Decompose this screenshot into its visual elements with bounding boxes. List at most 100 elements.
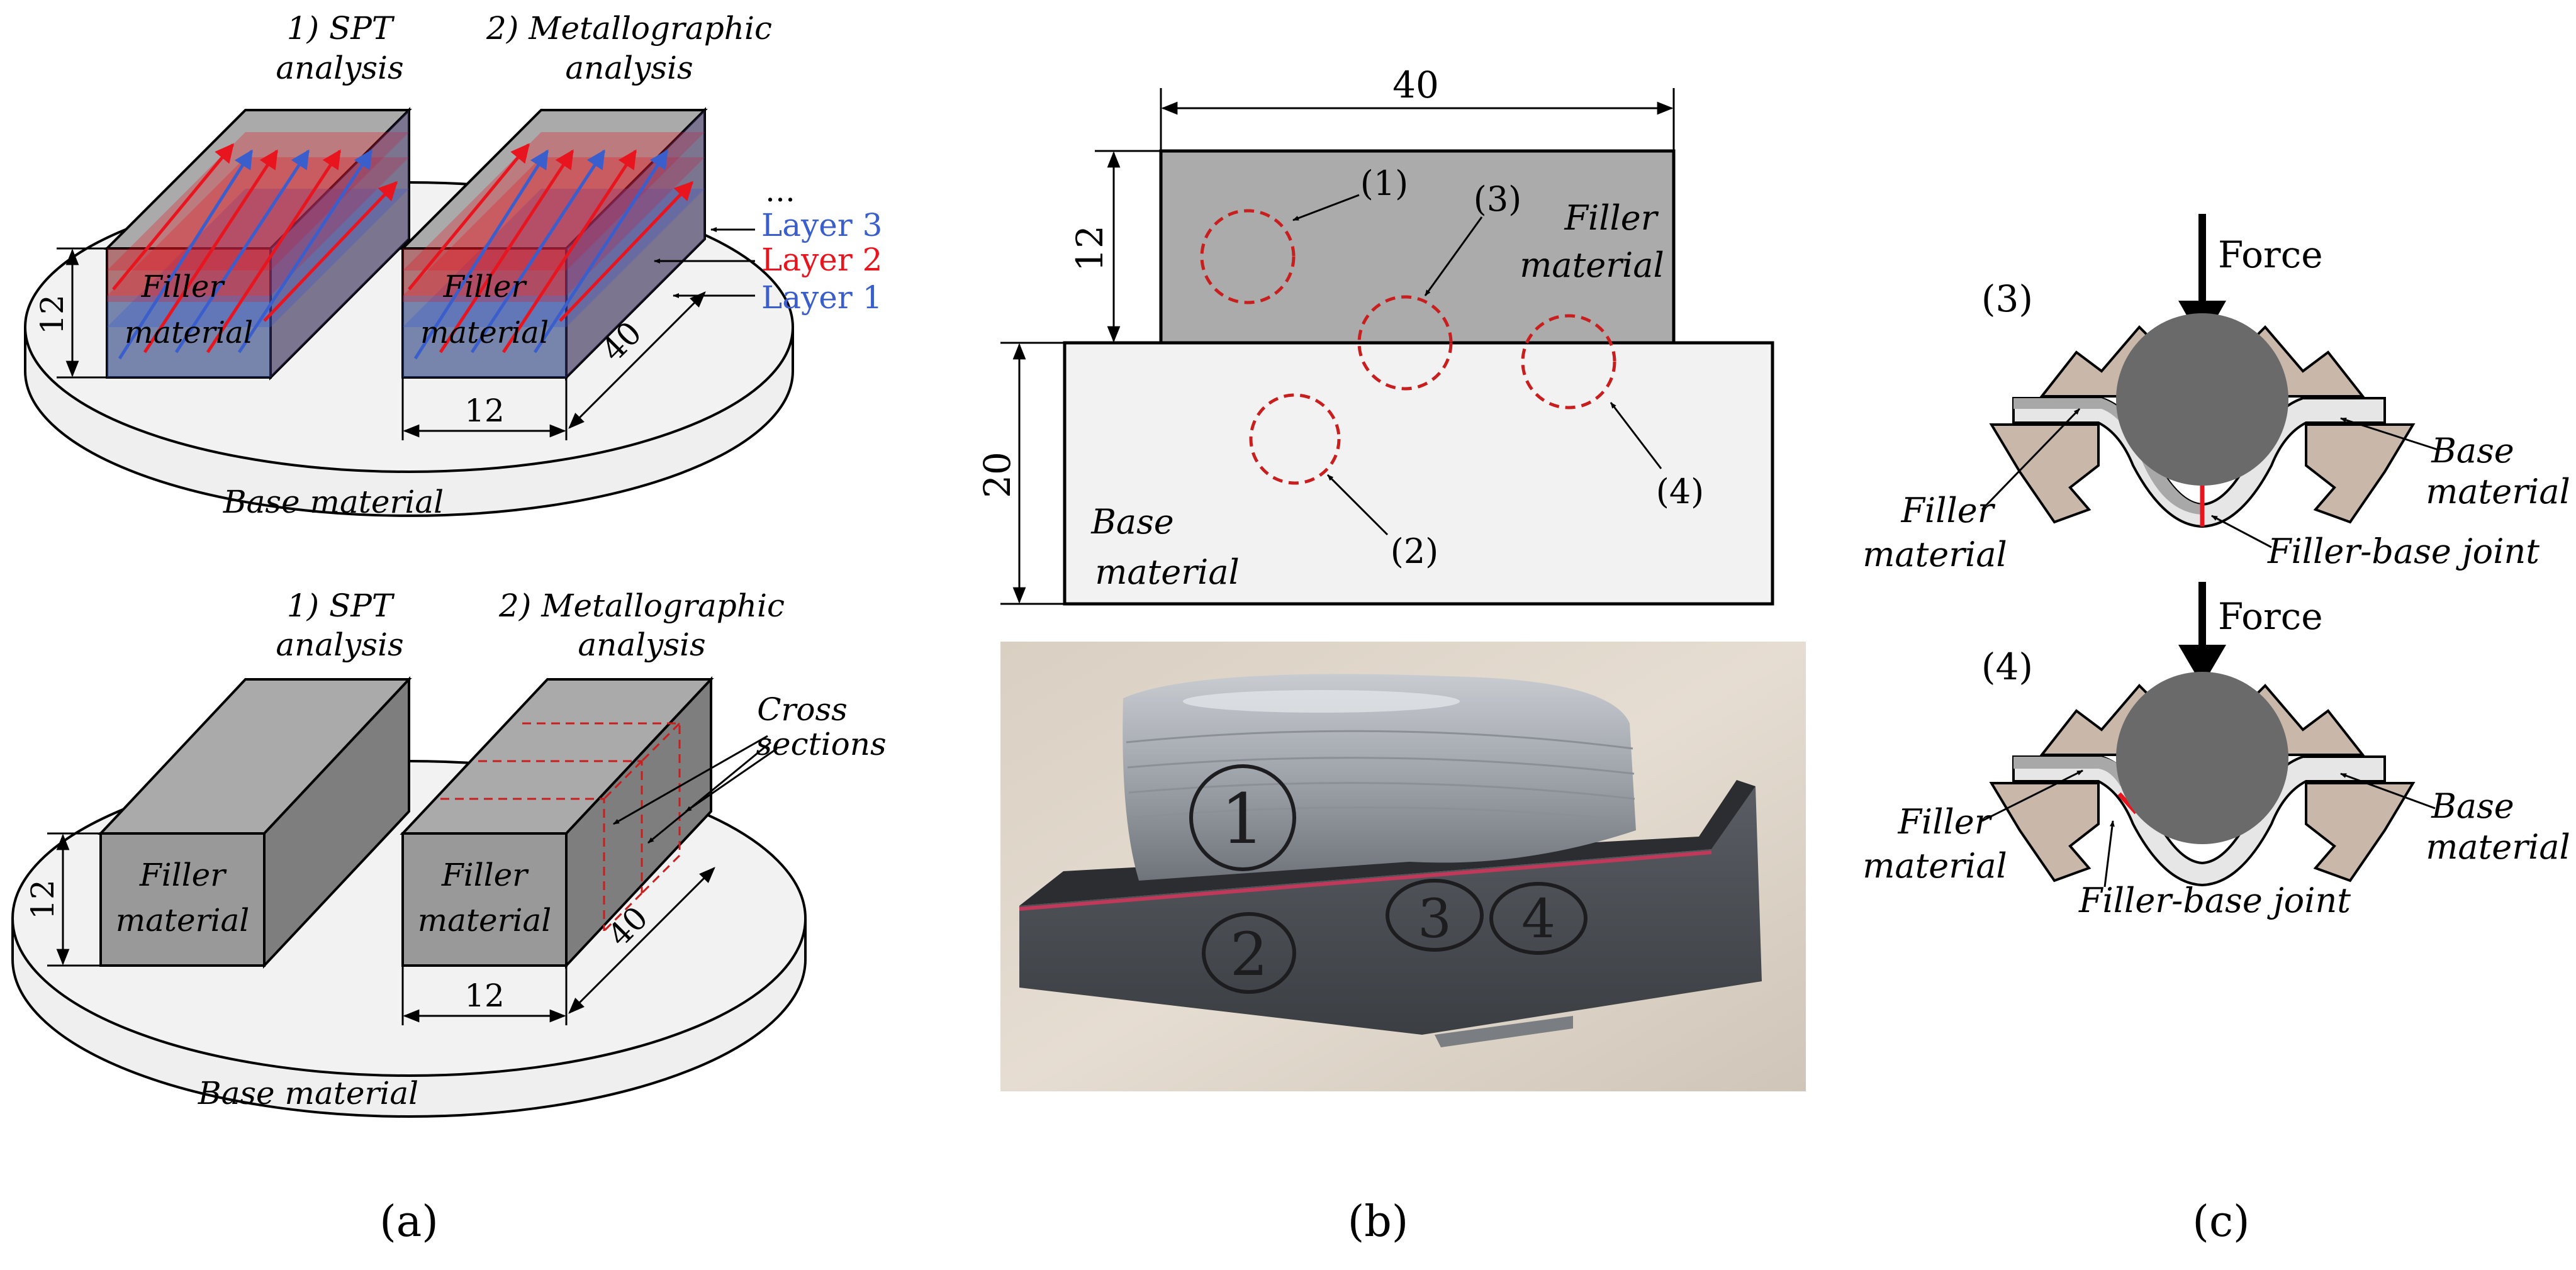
layer-2-label: Layer 2 — [761, 242, 882, 278]
metal-label-line1: 2) Metallographic — [486, 10, 772, 47]
filler-pointer — [1981, 408, 2081, 511]
photo-mark-2: 2 — [1230, 920, 1268, 989]
filler-pointer — [1981, 769, 2083, 822]
photo-marks — [1189, 764, 1588, 994]
dim-width: 12 — [464, 393, 505, 429]
filler-label-2a: Filler — [443, 269, 528, 304]
dim-length-line — [568, 291, 706, 429]
position-1-pointer — [1292, 194, 1360, 221]
dim-height: 12 — [25, 879, 61, 920]
position-2-label: (2) — [1391, 532, 1439, 571]
position-4-circle — [1521, 314, 1616, 409]
joint-label: Filler-base joint — [2267, 532, 2540, 571]
cross-pointer-1 — [613, 735, 768, 825]
filler-block-spt — [98, 676, 412, 969]
cross-label-line1: Cross — [757, 691, 848, 728]
dim-length-line — [568, 867, 715, 1014]
caption-a: (a) — [379, 1197, 439, 1247]
dim-width: 12 — [464, 978, 505, 1014]
photo-red-edge — [1019, 850, 1712, 911]
base-label-b: material — [2426, 472, 2570, 511]
filler-label-1b: material — [125, 315, 253, 350]
layer-3-label: Layer 3 — [761, 207, 882, 243]
dim-height: 12 — [34, 294, 70, 335]
ball — [2116, 313, 2288, 486]
joint-pointer — [2103, 820, 2115, 888]
caption-c: (c) — [2192, 1197, 2249, 1247]
base-label-b: material — [2426, 827, 2570, 867]
panel-b-drawing: 40 12 20 (1) (3) (2) (4) Filler material… — [976, 64, 1774, 606]
lower-die-left — [1989, 782, 2100, 883]
base-label-a: Base — [2431, 431, 2514, 471]
number-label: (3) — [1981, 277, 2033, 320]
cross-pointer-2 — [647, 741, 771, 844]
filler-label-a: Filler — [139, 857, 227, 893]
base-label-a: Base — [2431, 786, 2514, 826]
base-label: Base material — [198, 1075, 418, 1111]
panel-a-bottom: 1) SPT analysis 2) Metallographic analys… — [11, 588, 887, 1118]
photo-mark-4: 4 — [1521, 888, 1555, 950]
base-pointer — [2340, 772, 2436, 810]
filler-label-b: material — [1520, 245, 1664, 285]
cross-pointer-3 — [685, 747, 778, 813]
position-2-pointer — [1326, 474, 1389, 536]
lower-die-left — [1989, 423, 2100, 524]
ellipsis: … — [765, 174, 795, 209]
cross-label-line2: sections — [756, 726, 886, 762]
dim-width: 40 — [1392, 64, 1439, 106]
filler-label-b: material — [1862, 846, 2007, 886]
position-4-pointer — [1610, 402, 1662, 469]
specimen-filler-layer — [2013, 398, 2202, 515]
position-2-circle — [1249, 393, 1341, 485]
lower-die-right — [2305, 782, 2416, 883]
metal-label-line2: analysis — [565, 50, 693, 86]
metal-label-line1: 2) Metallographic — [498, 588, 785, 624]
ball — [2116, 672, 2288, 844]
filler-label-1a: Filler — [141, 269, 226, 304]
filler-label-2b: material — [420, 315, 549, 350]
position-4-label: (4) — [1656, 472, 1705, 511]
force-label: Force — [2218, 595, 2323, 638]
joint-label: Filler-base joint — [2078, 881, 2351, 920]
metal-label-line2: analysis — [578, 627, 705, 663]
photo-base-block — [1019, 786, 1762, 1035]
base-pointer — [2340, 417, 2439, 451]
spt-label-line1: 1) SPT — [287, 588, 395, 624]
filler-label-a: Filler — [1897, 802, 1992, 842]
filler-rect — [1159, 149, 1676, 345]
photo-filler-deposit — [1123, 674, 1636, 881]
position-3-pointer — [1424, 216, 1483, 296]
photo-highlight — [1183, 690, 1460, 713]
filler-label-a: Filler — [1900, 491, 1995, 530]
base-label-a: Base — [1090, 502, 1174, 542]
position-3-label: (3) — [1474, 179, 1522, 219]
base-label: Base material — [223, 484, 444, 520]
spt-label-line1: 1) SPT — [287, 10, 395, 47]
photo-notch — [1435, 1016, 1573, 1047]
photo-mark-1: 1 — [1221, 779, 1265, 859]
photo-mark-3: 3 — [1418, 888, 1452, 950]
force-arrowhead — [2178, 645, 2226, 686]
filler-label-b: material — [116, 902, 250, 939]
joint-pointer — [2211, 515, 2272, 549]
filler-label-c: Filler — [441, 857, 529, 893]
force-label: Force — [2218, 233, 2323, 276]
specimen-photo: 1 2 3 4 — [1000, 642, 1806, 1091]
layer-1-label: Layer 1 — [761, 279, 882, 316]
panel-c-top: Force (3) Base material Filler material … — [1862, 214, 2570, 574]
base-label-b: material — [1095, 552, 1240, 592]
caption-b: (b) — [1348, 1197, 1409, 1247]
number-label: (4) — [1981, 645, 2033, 688]
panel-c-bottom: Force (4) Filler material Base material … — [1862, 582, 2570, 920]
filler-label-d: material — [418, 902, 552, 939]
dim-filler-height: 12 — [1068, 225, 1111, 272]
position-3-circle — [1357, 295, 1453, 391]
filler-label-b: material — [1862, 535, 2007, 574]
spt-label-line2: analysis — [276, 627, 403, 663]
spt-label-line2: analysis — [276, 50, 403, 86]
dim-base-height: 20 — [976, 452, 1019, 498]
lower-die-right — [2305, 423, 2416, 524]
layer-arrows — [112, 143, 694, 360]
panel-a-top: 1) SPT analysis 2) Metallographic analys… — [24, 10, 882, 520]
